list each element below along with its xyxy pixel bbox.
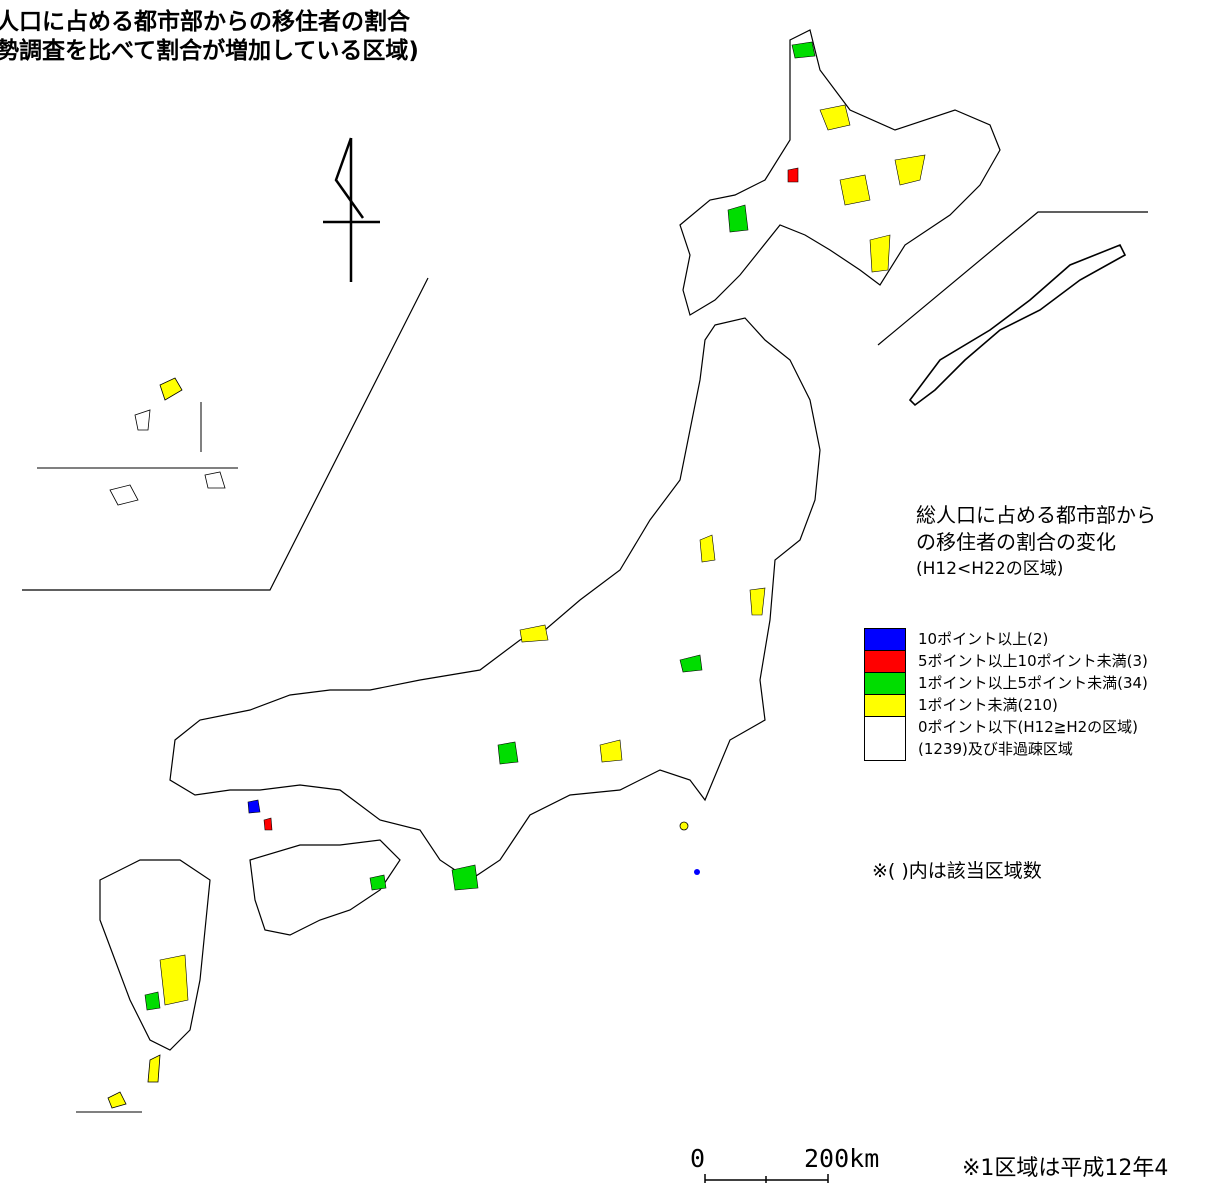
hokkaido-yellow-1 xyxy=(819,104,851,131)
legend-swatch xyxy=(864,628,906,650)
title-line-1: 人口に占める都市部からの移住者の割合 xyxy=(0,9,410,35)
legend-label: 1ポイント未満(210) xyxy=(918,696,1058,714)
hokkaido-yellow-2 xyxy=(894,154,926,186)
legend-item: 0ポイント以下(H12≧H2の区域) (1239)及び非過疎区域 xyxy=(864,716,1148,761)
legend-item: 10ポイント以上(2) xyxy=(864,628,1148,650)
okinawa-island xyxy=(159,377,183,401)
legend-heading-line-1: 総人口に占める都市部から xyxy=(916,503,1156,527)
kyushu-green xyxy=(144,991,161,1011)
northern-islands xyxy=(908,243,1127,407)
southern-island-1 xyxy=(107,1091,127,1109)
kii-green xyxy=(451,864,479,891)
honshu-yellow-4 xyxy=(599,739,623,763)
shikoku-green xyxy=(369,874,387,891)
honshu-yellow-2 xyxy=(749,587,766,616)
legend-heading-line-3: (H12<H22の区域) xyxy=(916,559,1064,579)
okinawa-island-2 xyxy=(134,409,151,431)
hokkaido-yellow-3 xyxy=(839,174,871,206)
honshu-yellow-3 xyxy=(519,624,549,643)
hokkaido-yellow-4 xyxy=(869,234,891,273)
legend-label: 0ポイント以下(H12≧H2の区域) xyxy=(918,718,1139,736)
legend: 10ポイント以上(2) 5ポイント以上10ポイント未満(3) 1ポイント以上5ポ… xyxy=(864,628,1148,761)
izu-island-blue xyxy=(694,869,700,875)
honshu-red-1 xyxy=(263,817,273,831)
hokkaido-red-1 xyxy=(787,167,799,183)
legend-heading: 総人口に占める都市部から の移住者の割合の変化 (H12<H22の区域) xyxy=(916,502,1156,583)
footnote: ※1区域は平成12年4 xyxy=(962,1156,1169,1181)
scale-bar: 0 200km xyxy=(690,1144,940,1183)
map-title: 人口に占める都市部からの移住者の割合 勢調査を比べて割合が増加している区域) xyxy=(0,8,419,66)
legend-item: 1ポイント未満(210) xyxy=(864,694,1148,716)
scale-zero-label: 0 xyxy=(690,1144,706,1173)
okinawa-island-4 xyxy=(204,471,226,489)
title-line-2: 勢調査を比べて割合が増加している区域) xyxy=(0,38,419,64)
honshu xyxy=(169,317,821,881)
north-arrow-icon xyxy=(323,137,380,282)
hokkaido-green-2 xyxy=(727,204,749,233)
hokkaido-green-1 xyxy=(791,41,816,59)
izu-island xyxy=(679,821,689,831)
legend-label-continued: (1239)及び非過疎区域 xyxy=(918,740,1073,758)
legend-swatch xyxy=(864,650,906,672)
legend-swatch xyxy=(864,694,906,716)
scale-distance-label: 200km xyxy=(804,1144,880,1173)
legend-label: 10ポイント以上(2) xyxy=(918,630,1049,648)
legend-item: 5ポイント以上10ポイント未満(3) xyxy=(864,650,1148,672)
shikoku xyxy=(249,839,401,936)
count-note: ※( )内は該当区域数 xyxy=(872,860,1042,882)
kyushu xyxy=(99,859,211,1051)
honshu-yellow-1 xyxy=(699,534,716,563)
legend-label: 5ポイント以上10ポイント未満(3) xyxy=(918,652,1148,670)
legend-item: 1ポイント以上5ポイント未満(34) xyxy=(864,672,1148,694)
legend-swatch xyxy=(864,672,906,694)
honshu-blue-1 xyxy=(247,799,261,814)
kyushu-yellow xyxy=(159,954,189,1006)
southern-island-2 xyxy=(147,1054,161,1083)
northern-inset-line xyxy=(877,211,1148,346)
legend-swatch xyxy=(864,716,906,761)
hokkaido xyxy=(679,29,1001,316)
legend-heading-line-2: の移住者の割合の変化 xyxy=(916,530,1116,554)
honshu-green-1 xyxy=(679,654,703,673)
okinawa-island-3 xyxy=(109,484,139,506)
honshu-green-2 xyxy=(497,741,519,765)
legend-label: 1ポイント以上5ポイント未満(34) xyxy=(918,674,1148,692)
okinawa-frame-line xyxy=(22,277,429,591)
